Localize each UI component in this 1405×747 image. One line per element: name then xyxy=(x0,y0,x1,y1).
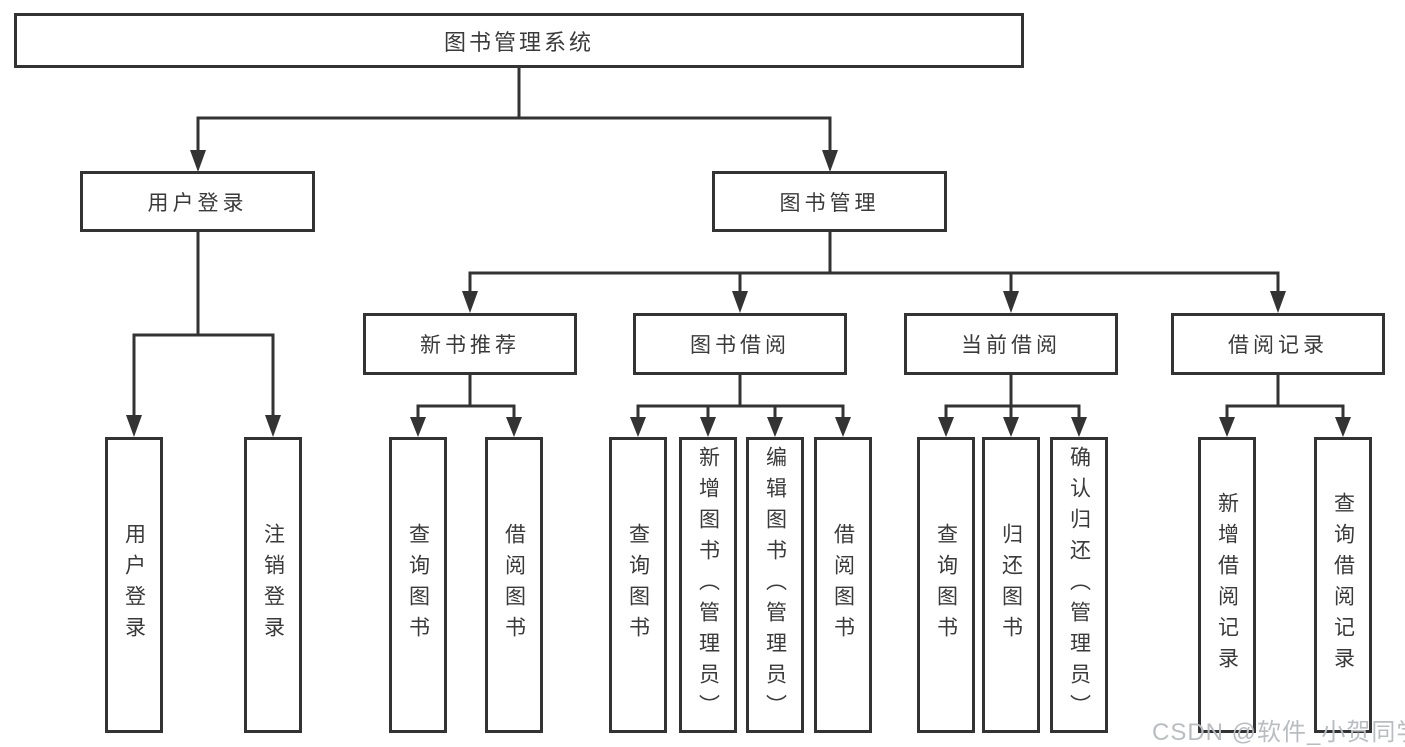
connector-newbook-to-leaves xyxy=(410,373,522,437)
leaf-query-books-1: 查询图书 xyxy=(389,437,447,733)
node-label: 图书管理系统 xyxy=(443,29,594,55)
leaf-query-books-2: 查询图书 xyxy=(609,437,667,733)
node-user-login: 用户登录 xyxy=(80,171,315,232)
node-label: 图书借阅 xyxy=(690,334,790,357)
node-borrowing-records: 借阅记录 xyxy=(1171,313,1385,375)
node-label: 注销登录 xyxy=(261,523,285,647)
node-new-book-recommendation: 新书推荐 xyxy=(363,313,577,375)
leaf-borrow-books-1: 借阅图书 xyxy=(485,437,543,733)
node-label: 图书管理 xyxy=(779,191,880,215)
node-label: 查询图书 xyxy=(934,523,958,647)
leaf-borrow-books-2: 借阅图书 xyxy=(814,437,872,733)
node-label: 新书推荐 xyxy=(420,334,520,357)
node-label: 借阅图书 xyxy=(502,523,526,647)
node-current-borrowing: 当前借阅 xyxy=(904,313,1118,375)
node-label: 确认归还（管理员） xyxy=(1067,445,1091,725)
node-label: 查询图书 xyxy=(626,523,650,647)
node-label: 查询图书 xyxy=(406,523,430,647)
leaf-return-books: 归还图书 xyxy=(982,437,1040,733)
connector-bookborrow-to-leaves xyxy=(630,373,851,437)
node-label: 新增图书（管理员） xyxy=(696,445,720,725)
node-book-management: 图书管理 xyxy=(712,171,947,232)
node-label: 用户登录 xyxy=(147,191,248,215)
node-label: 借阅图书 xyxy=(831,523,855,647)
leaf-logout: 注销登录 xyxy=(244,437,302,733)
leaf-confirm-return-admin: 确认归还（管理员） xyxy=(1050,437,1108,733)
connector-bookmgmt-to-level3 xyxy=(462,230,1286,313)
connector-currentborrow-to-leaves xyxy=(938,373,1087,437)
connector-records-to-leaves xyxy=(1219,373,1351,437)
node-label: 当前借阅 xyxy=(961,334,1061,357)
leaf-user-login: 用户登录 xyxy=(105,437,163,733)
csdn-watermark: CSDN @软件_小贺同学 xyxy=(1152,719,1405,746)
node-label: 编辑图书（管理员） xyxy=(763,445,787,725)
leaf-add-borrow-record: 新增借阅记录 xyxy=(1198,437,1256,733)
connector-userlogin-to-leaves xyxy=(126,230,281,437)
leaf-query-borrow-record: 查询借阅记录 xyxy=(1314,437,1372,733)
node-label: 用户登录 xyxy=(122,523,146,647)
leaf-add-books-admin: 新增图书（管理员） xyxy=(679,437,737,733)
node-root: 图书管理系统 xyxy=(14,13,1024,68)
connector-root-to-level2 xyxy=(190,66,838,172)
leaf-edit-books-admin: 编辑图书（管理员） xyxy=(746,437,804,733)
node-label: 归还图书 xyxy=(999,523,1023,647)
node-book-borrowing: 图书借阅 xyxy=(633,313,847,375)
leaf-query-books-3: 查询图书 xyxy=(917,437,975,733)
node-label: 查询借阅记录 xyxy=(1331,492,1355,678)
node-label: 借阅记录 xyxy=(1228,334,1328,357)
node-label: 新增借阅记录 xyxy=(1215,492,1239,678)
